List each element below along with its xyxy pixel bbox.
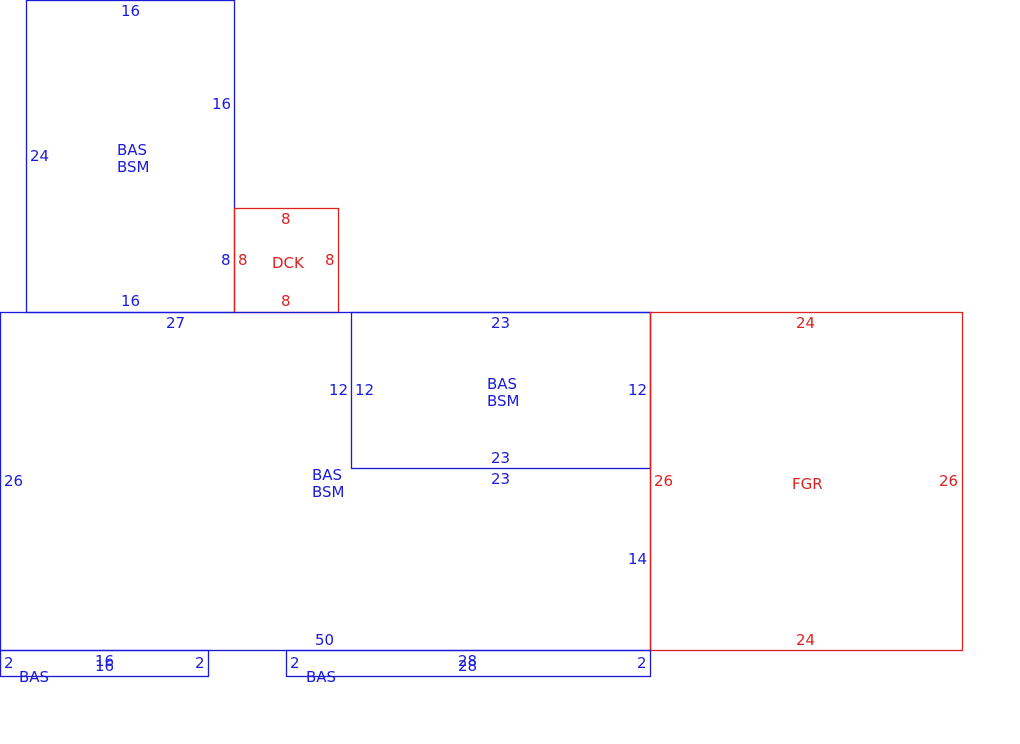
dim-garage-bottom: 24: [796, 631, 815, 649]
dim-upper-left-top: 16: [121, 2, 140, 20]
dim-main-right-lower: 14: [628, 550, 647, 568]
bottom-left-strip-label: BAS: [19, 668, 49, 686]
dim-strip-right-right: 2: [637, 654, 647, 672]
main-area-label-1: BAS: [312, 466, 342, 484]
dim-deck-bottom: 8: [281, 292, 291, 310]
dim-inset-left-outer: 12: [329, 381, 348, 399]
dim-strip-left-bottom: 16: [95, 657, 114, 675]
dim-upper-left-right-lower: 8: [221, 251, 231, 269]
dim-inset-left-inner: 12: [355, 381, 374, 399]
dim-main-left: 26: [4, 472, 23, 490]
bottom-right-strip-label: BAS: [306, 668, 336, 686]
garage-area-label: FGR: [792, 475, 823, 493]
dim-deck-top: 8: [281, 210, 291, 228]
dim-inset-bottom-inner: 23: [491, 449, 510, 467]
dim-garage-left: 26: [654, 472, 673, 490]
dim-inset-top: 23: [491, 314, 510, 332]
dim-upper-left-left: 24: [30, 147, 49, 165]
dim-main-bottom: 50: [315, 631, 334, 649]
dim-strip-left-left: 2: [4, 654, 14, 672]
dim-strip-left-top: 16: [95, 652, 114, 670]
dim-garage-top: 24: [796, 314, 815, 332]
dim-inset-bottom-outer: 23: [491, 470, 510, 488]
inset-area-label-1: BAS: [487, 375, 517, 393]
upper-left-area-label-1: BAS: [117, 141, 147, 159]
garage-area-outline: [649, 311, 964, 652]
dim-strip-left-right: 2: [195, 654, 205, 672]
dim-upper-left-right: 16: [212, 95, 231, 113]
dim-strip-right-bottom: 28: [458, 657, 477, 675]
dim-garage-right: 26: [939, 472, 958, 490]
upper-left-area-label-2: BSM: [117, 158, 150, 176]
dim-deck-left: 8: [238, 251, 248, 269]
dim-upper-left-bottom: 16: [121, 292, 140, 310]
bottom-left-strip-outline: [0, 649, 210, 678]
deck-area-label: DCK: [272, 254, 305, 272]
dim-strip-right-top: 28: [458, 652, 477, 670]
bottom-right-strip-outline: [285, 649, 652, 678]
inset-area-label-2: BSM: [487, 392, 520, 410]
main-area-label-2: BSM: [312, 483, 345, 501]
dim-strip-right-left: 2: [290, 654, 300, 672]
dim-inset-right: 12: [628, 381, 647, 399]
dim-main-top: 27: [166, 314, 185, 332]
dim-deck-right: 8: [325, 251, 335, 269]
